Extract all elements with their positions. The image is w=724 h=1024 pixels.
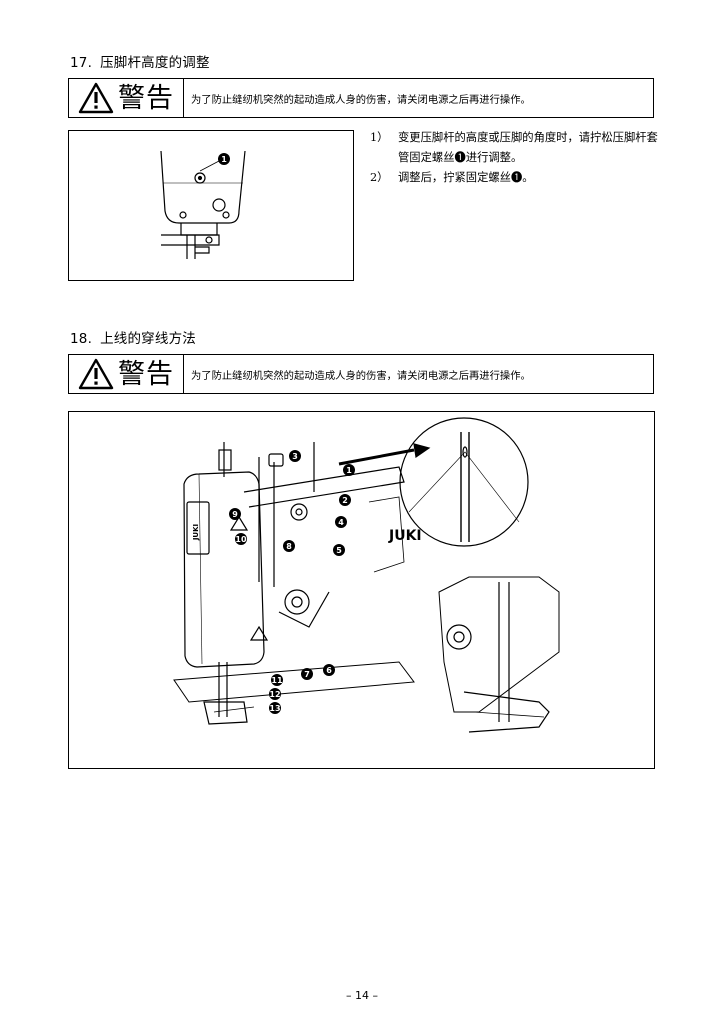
callout-1: 1: [218, 153, 230, 165]
step-text: 调整后，拧紧固定螺丝❶。: [398, 171, 534, 184]
warning-box-18: 警告 为了防止缝纫机突然的起动造成人身的伤害，请关闭电源之后再进行操作。: [68, 354, 654, 394]
svg-text:4: 4: [338, 518, 344, 527]
page-number: – 14 –: [346, 989, 378, 1002]
callout-7: 7: [301, 668, 313, 680]
warning-word: 警告: [118, 358, 174, 390]
warning-triangle-icon: [78, 82, 114, 114]
svg-text:7: 7: [304, 670, 310, 679]
svg-text:12: 12: [269, 690, 280, 699]
svg-text:11: 11: [271, 676, 283, 685]
svg-text:10: 10: [235, 535, 247, 544]
section-title: 压脚杆高度的调整: [100, 55, 210, 71]
svg-text:13: 13: [269, 704, 280, 713]
callout-2: 2: [339, 494, 351, 506]
step-item: 1） 变更压脚杆的高度或压脚的角度时，请拧松压脚杆套管固定螺丝❶进行调整。: [370, 128, 660, 168]
callout-4: 4: [335, 516, 347, 528]
warning-triangle-icon: [78, 358, 114, 390]
svg-text:5: 5: [336, 546, 342, 555]
warning-text: 为了防止缝纫机突然的起动造成人身的伤害，请关闭电源之后再进行操作。: [191, 369, 531, 382]
presser-bar-figure: 1: [68, 130, 354, 281]
svg-text:1: 1: [346, 466, 352, 475]
warning-text: 为了防止缝纫机突然的起动造成人身的伤害，请关闭电源之后再进行操作。: [191, 93, 531, 106]
callout-13: 13: [269, 702, 281, 714]
svg-text:3: 3: [292, 452, 298, 461]
svg-text:2: 2: [342, 496, 348, 505]
threading-illustration: JUKI: [173, 417, 560, 733]
callout-5: 5: [333, 544, 345, 556]
svg-text:8: 8: [286, 542, 292, 551]
warning-word: 警告: [118, 82, 174, 114]
warning-label: 警告: [69, 355, 184, 393]
section-number: 17.: [70, 55, 93, 71]
arm-brand-label: JUKI: [388, 528, 422, 544]
section-title: 上线的穿线方法: [100, 331, 196, 347]
warning-label: 警告: [69, 79, 184, 117]
brand-label: JUKI: [192, 524, 200, 541]
svg-text:1: 1: [221, 155, 227, 164]
svg-text:6: 6: [326, 666, 332, 675]
presser-bar-illustration: 1: [160, 150, 246, 259]
steps-list: 1） 变更压脚杆的高度或压脚的角度时，请拧松压脚杆套管固定螺丝❶进行调整。 2）…: [370, 128, 660, 188]
step-text: 变更压脚杆的高度或压脚的角度时，请拧松压脚杆套管固定螺丝❶进行调整。: [398, 131, 658, 164]
callout-10: 10: [235, 533, 247, 545]
callout-6: 6: [323, 664, 335, 676]
section-number: 18.: [70, 331, 93, 347]
section-17-heading: 17. 压脚杆高度的调整: [70, 51, 210, 71]
svg-text:9: 9: [232, 510, 238, 519]
section-18-heading: 18. 上线的穿线方法: [70, 327, 196, 347]
warning-box-17: 警告 为了防止缝纫机突然的起动造成人身的伤害，请关闭电源之后再进行操作。: [68, 78, 654, 118]
callout-1: 1: [343, 464, 355, 476]
callout-3: 3: [289, 450, 301, 462]
step-number: 2）: [370, 171, 389, 184]
callout-12: 12: [269, 688, 281, 700]
callout-8: 8: [283, 540, 295, 552]
callout-9: 9: [229, 508, 241, 520]
callout-11: 11: [271, 674, 283, 686]
step-number: 1）: [370, 131, 389, 144]
step-item: 2） 调整后，拧紧固定螺丝❶。: [370, 168, 660, 188]
threading-figure: JUKI: [68, 411, 655, 769]
